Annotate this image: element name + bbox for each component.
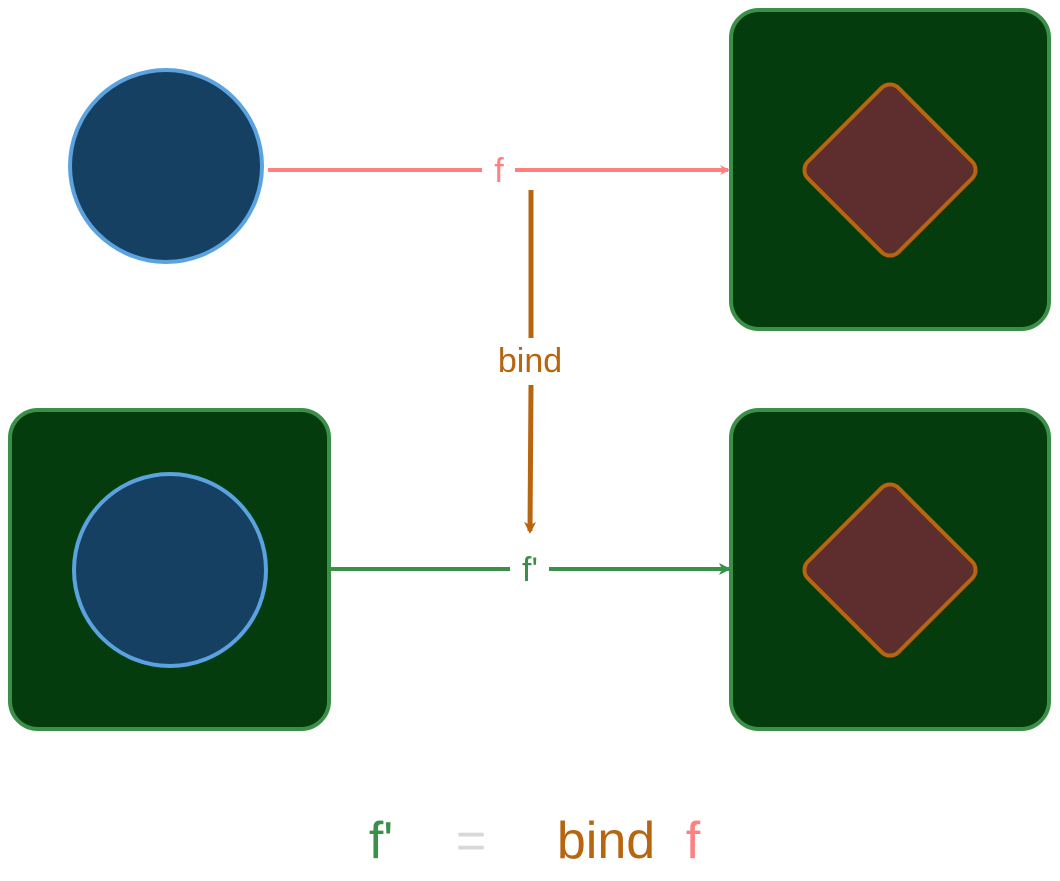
formula-lhs: f'	[369, 812, 393, 870]
formula-equals: =	[456, 812, 486, 870]
formula-bind: bind	[557, 812, 655, 870]
result-diamond-top	[802, 82, 978, 258]
bind-arrow-label: bind	[498, 342, 562, 380]
bind-arrow	[524, 384, 537, 534]
plain-value-circle	[68, 68, 264, 264]
f-arrow-label: f	[494, 152, 504, 190]
result-diamond-bottom	[802, 482, 978, 658]
formula-f: f	[686, 812, 701, 870]
fprime-arrow-label: f'	[522, 551, 538, 589]
wrapped-value-circle	[72, 472, 268, 668]
